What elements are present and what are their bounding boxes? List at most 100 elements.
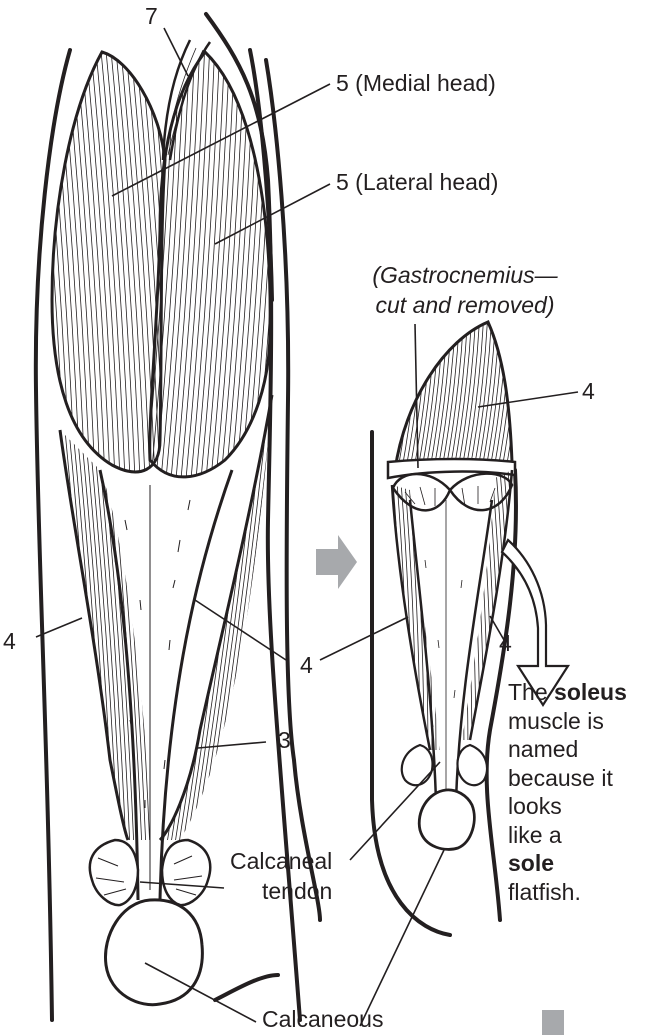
note-line-3: named — [508, 735, 627, 764]
note-line-2: muscle is — [508, 707, 627, 736]
label-calcaneous: Calcaneous — [262, 1006, 383, 1033]
calcaneal-tendon-large — [100, 470, 232, 900]
muscle-fiber-line — [195, 40, 225, 490]
muscle-fiber-line — [70, 40, 100, 480]
muscle-fiber-line — [110, 40, 140, 490]
label-gastrocnemius-line1: (Gastrocnemius— — [340, 262, 590, 289]
muscle-fiber-line — [166, 390, 226, 850]
label-calcaneal-tendon-2: tendon — [262, 878, 332, 905]
label-4-small-leg: 4 — [499, 630, 512, 657]
muscle-fiber-line — [496, 470, 508, 760]
muscle-fiber-line — [160, 40, 190, 480]
muscle-fiber-line — [220, 40, 250, 490]
soleus-note: The soleus muscle is named because it lo… — [508, 678, 627, 906]
muscle-fiber-line — [115, 40, 145, 490]
muscle-fiber-line — [60, 40, 90, 480]
muscle-fiber-line — [180, 40, 210, 490]
muscle-fiber-line — [105, 40, 135, 490]
muscle-fiber-line — [48, 420, 78, 850]
muscle-fiber-line — [190, 40, 220, 480]
note-line-5: looks — [508, 792, 627, 821]
muscle-fiber-line — [170, 40, 200, 480]
muscle-fiber-line — [100, 40, 130, 480]
muscle-fiber-line — [92, 420, 122, 850]
muscle-fiber-line — [492, 310, 512, 480]
muscle-fiber-line — [200, 40, 230, 490]
soleus-small-top — [360, 310, 528, 480]
label-7: 7 — [145, 3, 158, 30]
muscle-fiber-line — [148, 420, 178, 850]
label-calcaneal-tendon-1: Calcaneal — [230, 848, 332, 875]
muscle-fiber-line — [60, 420, 90, 850]
muscle-fiber-line — [448, 470, 460, 760]
label-medial-head: 5 (Medial head) — [336, 70, 496, 97]
muscle-fiber-line — [110, 40, 140, 480]
muscle-fiber-line — [168, 420, 198, 850]
muscle-fiber-line — [140, 40, 170, 480]
muscle-fiber-line — [186, 390, 246, 850]
ankle-small — [402, 745, 487, 849]
muscle-fiber-line — [105, 40, 135, 480]
muscle-fiber-line — [90, 40, 120, 480]
muscle-fiber-line — [115, 40, 145, 480]
muscle-fiber-line — [206, 390, 266, 850]
calcaneus-bone-large — [105, 900, 278, 1005]
muscle-fiber-line — [80, 40, 110, 480]
label-lateral-head: 5 (Lateral head) — [336, 169, 498, 196]
muscle-fiber-line — [130, 40, 160, 490]
muscle-fiber-line — [432, 470, 444, 760]
muscle-fiber-line — [372, 310, 392, 480]
muscle-fiber-line — [80, 420, 110, 850]
muscle-fiber-line — [130, 40, 160, 480]
right-arrow-icon — [316, 535, 357, 589]
muscle-fiber-line — [136, 420, 166, 850]
label-4-left: 4 — [3, 628, 16, 655]
muscle-fiber-line — [200, 40, 230, 480]
note-line-7: sole — [508, 849, 627, 878]
muscle-fiber-line — [164, 420, 194, 850]
label-4-soleus: 4 — [582, 378, 595, 405]
muscle-fiber-line — [95, 40, 125, 480]
muscle-fiber-line — [500, 310, 520, 480]
muscle-fiber-line — [40, 420, 70, 850]
muscle-fiber-line — [424, 470, 436, 760]
muscle-fiber-line — [72, 420, 102, 850]
muscle-fiber-line — [384, 310, 404, 480]
muscle-fiber-line — [175, 40, 205, 480]
muscle-fiber-line — [56, 420, 86, 850]
label-4-center: 4 — [300, 652, 313, 679]
muscle-fiber-line — [140, 40, 170, 490]
muscle-fiber-line — [476, 470, 488, 760]
note-line-4: because it — [508, 764, 627, 793]
muscle-fiber-line — [185, 40, 215, 480]
muscle-fiber-line — [180, 40, 210, 480]
muscle-fiber-line — [144, 420, 174, 850]
muscle-fiber-line — [156, 420, 186, 850]
muscle-fiber-line — [408, 470, 420, 760]
note-line-1: The soleus — [508, 678, 627, 707]
gray-square-marker — [542, 1010, 564, 1035]
muscle-fiber-line — [40, 40, 70, 480]
muscle-fiber-line — [190, 390, 250, 850]
muscle-fiber-line — [120, 40, 150, 490]
note-line-6: like a — [508, 821, 627, 850]
muscle-fiber-line — [170, 40, 200, 490]
muscle-fiber-line — [202, 390, 262, 850]
muscle-fiber-line — [170, 390, 230, 850]
muscle-fiber-line — [195, 40, 225, 480]
muscle-fiber-line — [120, 40, 150, 480]
muscle-fiber-line — [185, 40, 215, 490]
muscle-fiber-line — [376, 310, 396, 480]
muscle-fiber-line — [428, 470, 440, 760]
muscle-fiber-line — [205, 40, 235, 490]
muscle-fiber-line — [84, 420, 114, 850]
muscle-fiber-line — [210, 40, 240, 490]
muscle-fiber-line — [96, 420, 126, 850]
note-line-8: flatfish. — [508, 878, 627, 907]
muscle-fiber-line — [85, 40, 115, 480]
muscle-fiber-line — [190, 40, 220, 490]
muscle-fiber-line — [90, 390, 150, 850]
muscle-fiber-line — [150, 390, 210, 850]
label-3: 3 — [278, 727, 291, 754]
muscle-fiber-line — [175, 40, 205, 490]
